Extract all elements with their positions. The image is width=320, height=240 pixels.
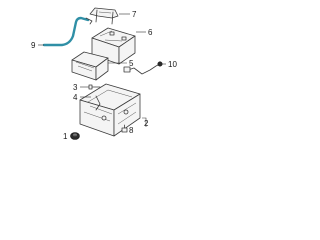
tray-part-5 bbox=[71, 51, 109, 81]
battery-part-6 bbox=[91, 27, 136, 65]
callout-3: 3 bbox=[73, 83, 78, 92]
callout-8: 8 bbox=[129, 126, 134, 135]
callout-6: 6 bbox=[148, 28, 153, 37]
callout-5: 5 bbox=[129, 59, 134, 68]
callout-7: 7 bbox=[132, 10, 137, 19]
housing-part-2 bbox=[79, 83, 141, 137]
leader-2 bbox=[142, 117, 147, 127]
callout-9: 9 bbox=[31, 41, 36, 50]
fastener-part-8 bbox=[121, 124, 128, 133]
cable-part-9-end bbox=[85, 17, 93, 25]
callout-2: 2 bbox=[144, 119, 149, 128]
callout-4: 4 bbox=[73, 93, 78, 102]
cable-part-9 bbox=[42, 16, 90, 47]
parts-diagram: 1 2 3 4 5 6 7 8 9 10 bbox=[31, 7, 177, 141]
callout-10: 10 bbox=[168, 60, 177, 69]
bracket-part-7 bbox=[89, 7, 119, 25]
callout-1: 1 bbox=[63, 132, 68, 141]
sensor-cable-part-10 bbox=[123, 61, 163, 75]
